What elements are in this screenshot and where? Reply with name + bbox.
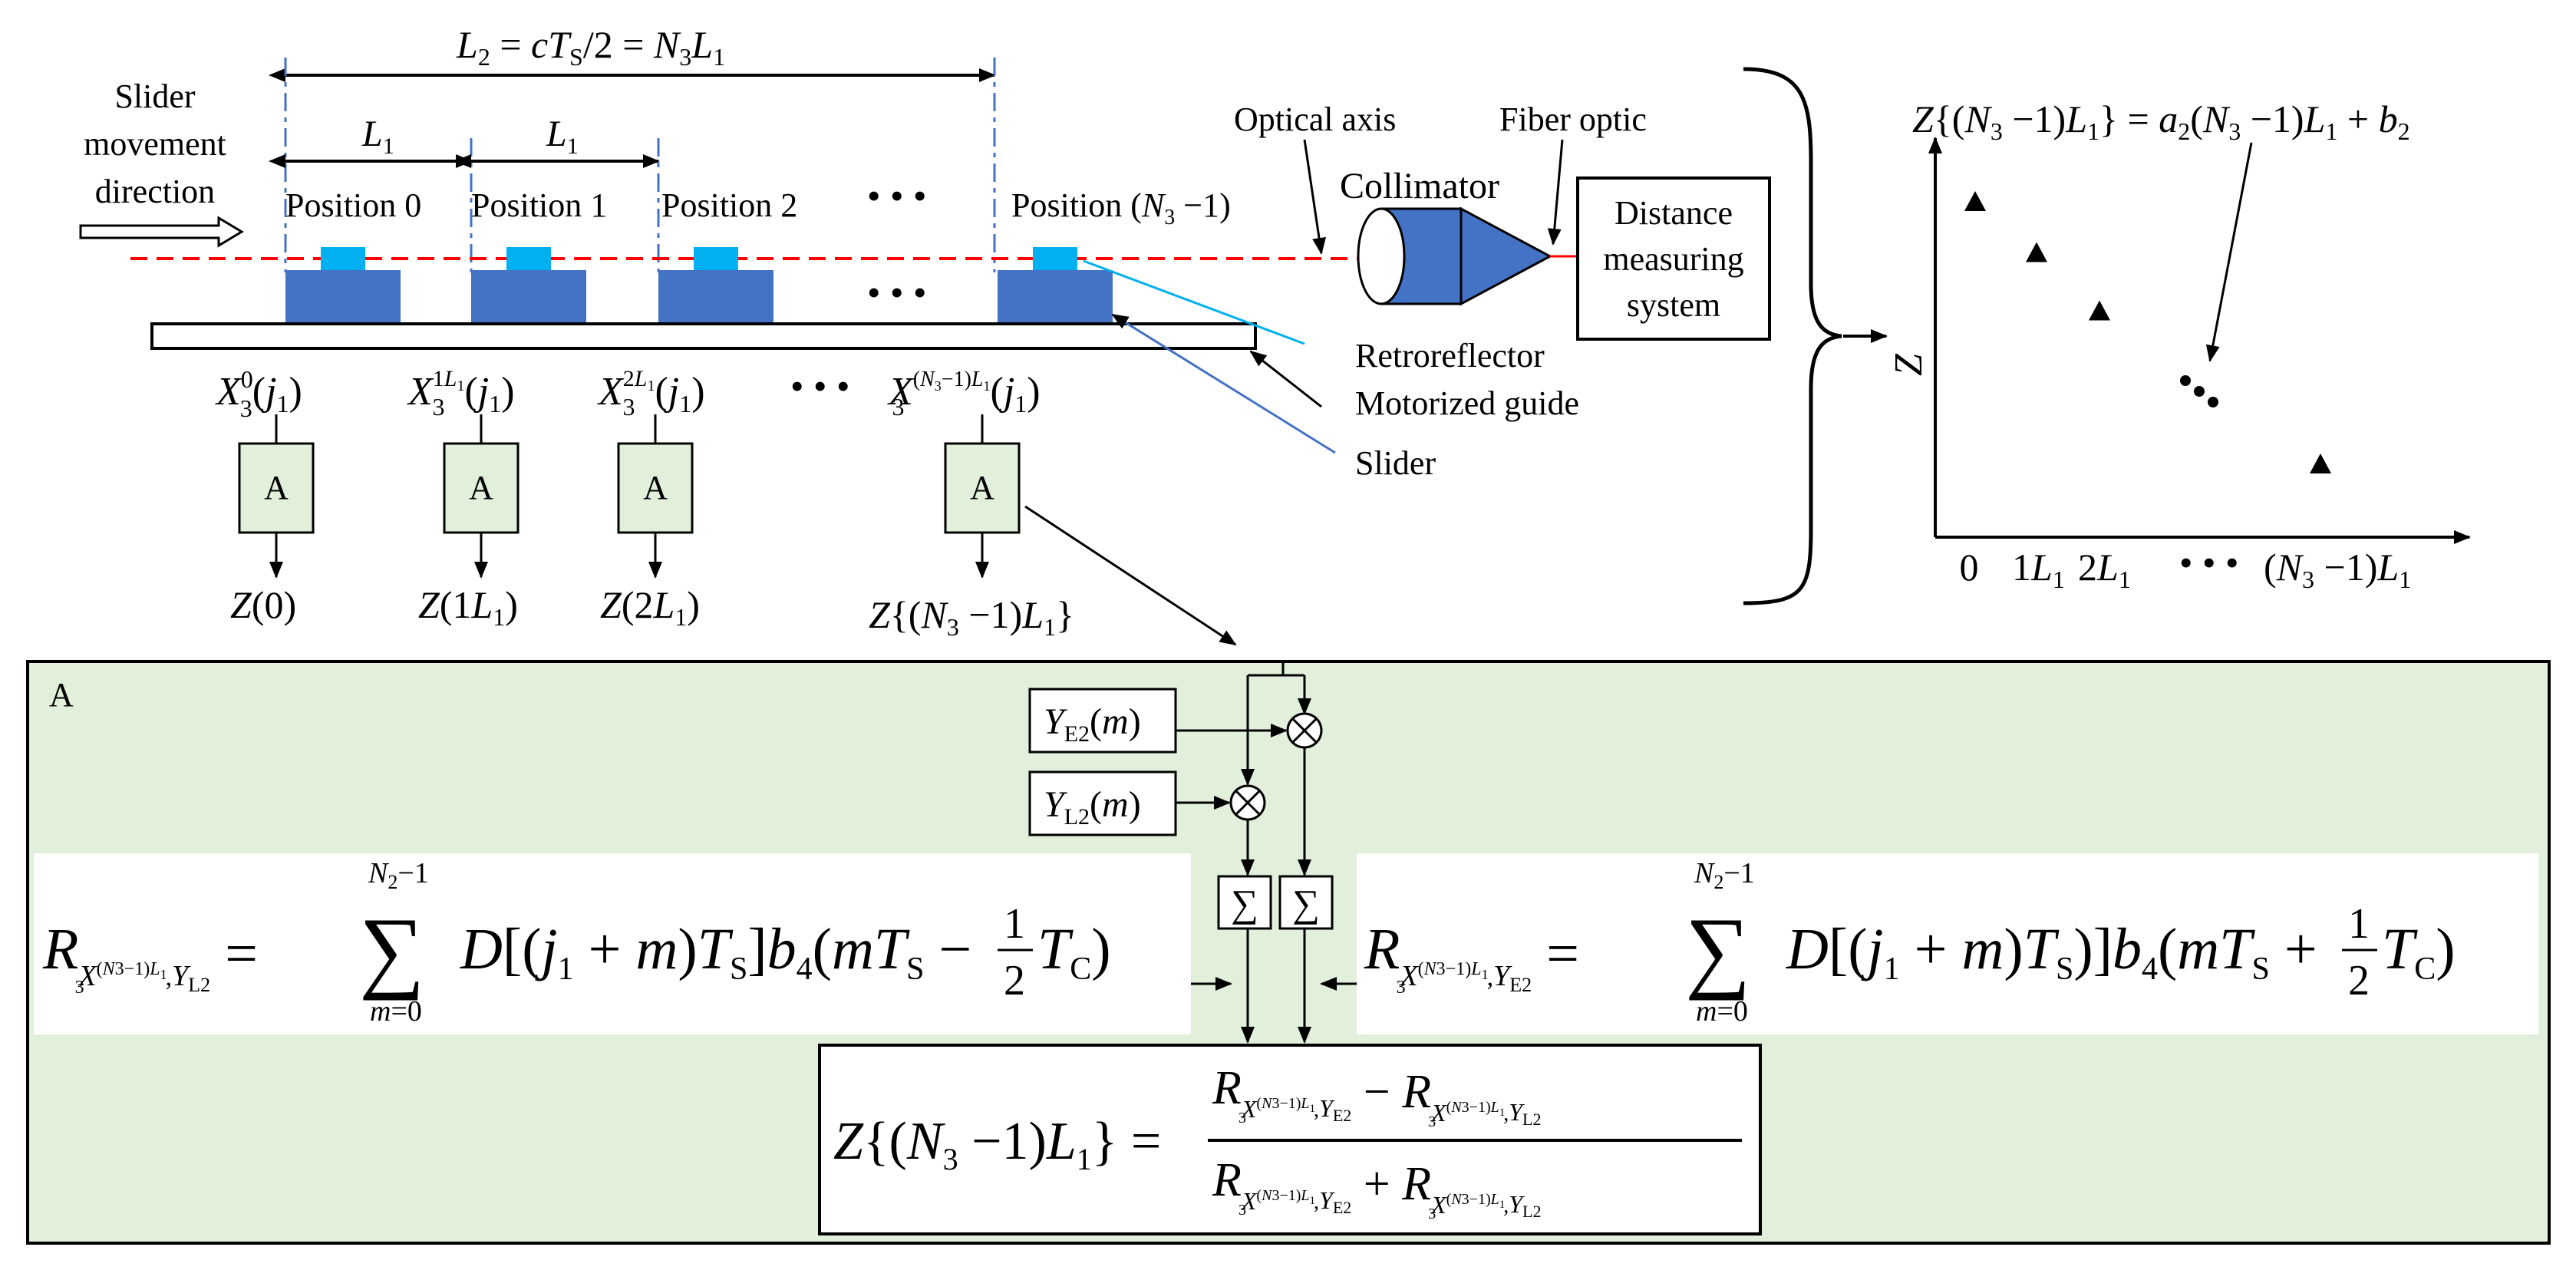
position-labels: Position 0 Position 1 Position 2 • • • P… (285, 174, 1231, 229)
svg-text:D[(j1 + m)TS]b4(mTS −: D[(j1 + m)TS]b4(mTS − (460, 917, 971, 987)
svg-text:Slider: Slider (1355, 444, 1436, 482)
l1-label-a: L1 (361, 114, 394, 159)
svg-text:A: A (643, 469, 668, 506)
tick-1l1: 1L1 (2012, 546, 2065, 593)
svg-text:RX(N3−1)L13,YL2 =: RX(N3−1)L13,YL2 = (42, 917, 258, 998)
svg-text:1: 1 (1004, 900, 1025, 948)
collimator-icon (1357, 206, 1578, 306)
svg-text:Collimator: Collimator (1340, 166, 1499, 206)
svg-text:measuring: measuring (1603, 240, 1743, 278)
svg-text:Optical axis: Optical axis (1234, 101, 1396, 138)
svg-text:TC): TC) (1037, 917, 1111, 987)
position-n-label: Position (N3 −1) (1011, 186, 1231, 229)
direction-arrow-icon (79, 216, 244, 248)
svg-text:Z{(N3 −1)L1} =: Z{(N3 −1)L1} = (833, 1112, 1161, 1176)
plot-points (1964, 191, 2331, 473)
plot-point (2089, 300, 2110, 321)
tick-0: 0 (1960, 546, 1979, 589)
z-outputs: Z(0) Z(1L1) Z(2L1) Z{(N3 −1)L1} (230, 583, 1074, 641)
plot-ticks: 0 1L1 2L1 • • • (N3 −1)L1 (1960, 541, 2412, 593)
svg-text:movement: movement (84, 125, 226, 163)
optics-labels: Optical axis Fiber optic Collimator Retr… (1234, 101, 1647, 482)
l2-equation: L2 = cTS/2 = N3L1 (456, 23, 725, 71)
plot-dots (2180, 375, 2218, 407)
multiplier-icon-e2 (1286, 712, 1323, 749)
svg-text:system: system (1627, 286, 1720, 324)
svg-text:RX(N3−1)L13,YE2 − RX(N3−1)L13,: RX(N3−1)L13,YE2 − RX(N3−1)L13,YL2 (1212, 1062, 1542, 1130)
guide-pointer (1249, 350, 1322, 408)
svg-text:Position 0: Position 0 (285, 186, 421, 224)
svg-text:∑: ∑ (1685, 899, 1751, 1001)
svg-text:Z(0): Z(0) (230, 583, 296, 626)
svg-text:N2−1: N2−1 (368, 857, 429, 893)
panel-a: A YE2(m) YL2(m) ∑ ∑ (26, 660, 2551, 1245)
l2-dimension: L2 = cTS/2 = N3L1 (269, 23, 996, 82)
svg-text:YL2(m): YL2(m) (1044, 784, 1141, 830)
plot-equation: Z{(N3 −1)L1} = a2(N3 −1)L1 + b2 (1912, 97, 2410, 145)
plot-point (2310, 454, 2331, 473)
svg-text:D[(j1 + m)TS)]b4(mTS +: D[(j1 + m)TS)]b4(mTS + (1786, 917, 2317, 987)
direction-label: Slider movement direction (79, 78, 244, 248)
plot-point (1964, 191, 1986, 211)
svg-text:direction: direction (95, 173, 215, 210)
curly-brace (1743, 67, 1842, 605)
svg-text:A: A (469, 469, 493, 506)
svg-text:m=0: m=0 (370, 995, 422, 1028)
svg-text:Z(2L1): Z(2L1) (600, 583, 700, 631)
plot-y-label: Z (1887, 353, 1931, 376)
svg-text:RX(N3−1)L13,YE2 =: RX(N3−1)L13,YE2 = (1364, 917, 1579, 998)
tick-2l1: 2L1 (2078, 546, 2131, 593)
z-plot: Z{(N3 −1)L1} = a2(N3 −1)L1 + b2 Z 0 1L1 … (1887, 97, 2471, 593)
plot-point (2026, 242, 2047, 262)
l1-label-b: L1 (546, 114, 579, 159)
retroreflector-pointer (1083, 259, 1305, 345)
svg-text:RX(N3−1)L13,YE2 + RX(N3−1)L13,: RX(N3−1)L13,YE2 + RX(N3−1)L13,YL2 (1212, 1154, 1542, 1222)
tick-n: (N3 −1)L1 (2264, 546, 2411, 593)
position-guides (284, 58, 996, 272)
svg-text:YE2(m): YE2(m) (1044, 701, 1141, 747)
tick-dots: • • • (2179, 541, 2239, 584)
svg-text:∑: ∑ (1292, 882, 1320, 925)
svg-text:Z(1L1): Z(1L1) (418, 583, 518, 631)
sliders: • • • (285, 247, 1113, 324)
svg-text:Distance: Distance (1615, 194, 1733, 232)
svg-text:1: 1 (2348, 900, 2370, 948)
slider-dots: • • • (867, 271, 927, 314)
svg-text:A: A (264, 469, 289, 506)
svg-text:A: A (49, 676, 74, 714)
svg-text:∑: ∑ (1231, 882, 1258, 925)
svg-text:Position 1: Position 1 (471, 186, 607, 224)
a-blocks: A A A A (238, 414, 1237, 646)
svg-text:N2−1: N2−1 (1694, 857, 1755, 893)
motorized-guide-rail (150, 322, 1257, 350)
svg-text:Z{(N3 −1)L1}: Z{(N3 −1)L1} (869, 593, 1074, 641)
x3-dots: • • • (790, 365, 850, 407)
svg-text:Motorized guide: Motorized guide (1355, 384, 1579, 422)
svg-text:Retroreflector: Retroreflector (1355, 337, 1545, 374)
svg-text:m=0: m=0 (1696, 995, 1748, 1028)
svg-text:2: 2 (2348, 957, 2370, 1004)
svg-text:∑: ∑ (359, 899, 425, 1001)
svg-text:Position 2: Position 2 (661, 186, 797, 224)
distance-measuring-system: Distance measuring system (1576, 176, 1771, 341)
position-dots-top: • • • (867, 174, 927, 217)
svg-text:TC): TC) (2382, 917, 2456, 987)
svg-text:A: A (970, 469, 994, 506)
svg-text:2: 2 (1004, 957, 1025, 1004)
multiplier-icon-l2 (1229, 784, 1266, 821)
svg-text:Fiber optic: Fiber optic (1499, 101, 1647, 138)
slider-pointer (1111, 313, 1336, 454)
svg-text:Slider: Slider (114, 78, 195, 115)
